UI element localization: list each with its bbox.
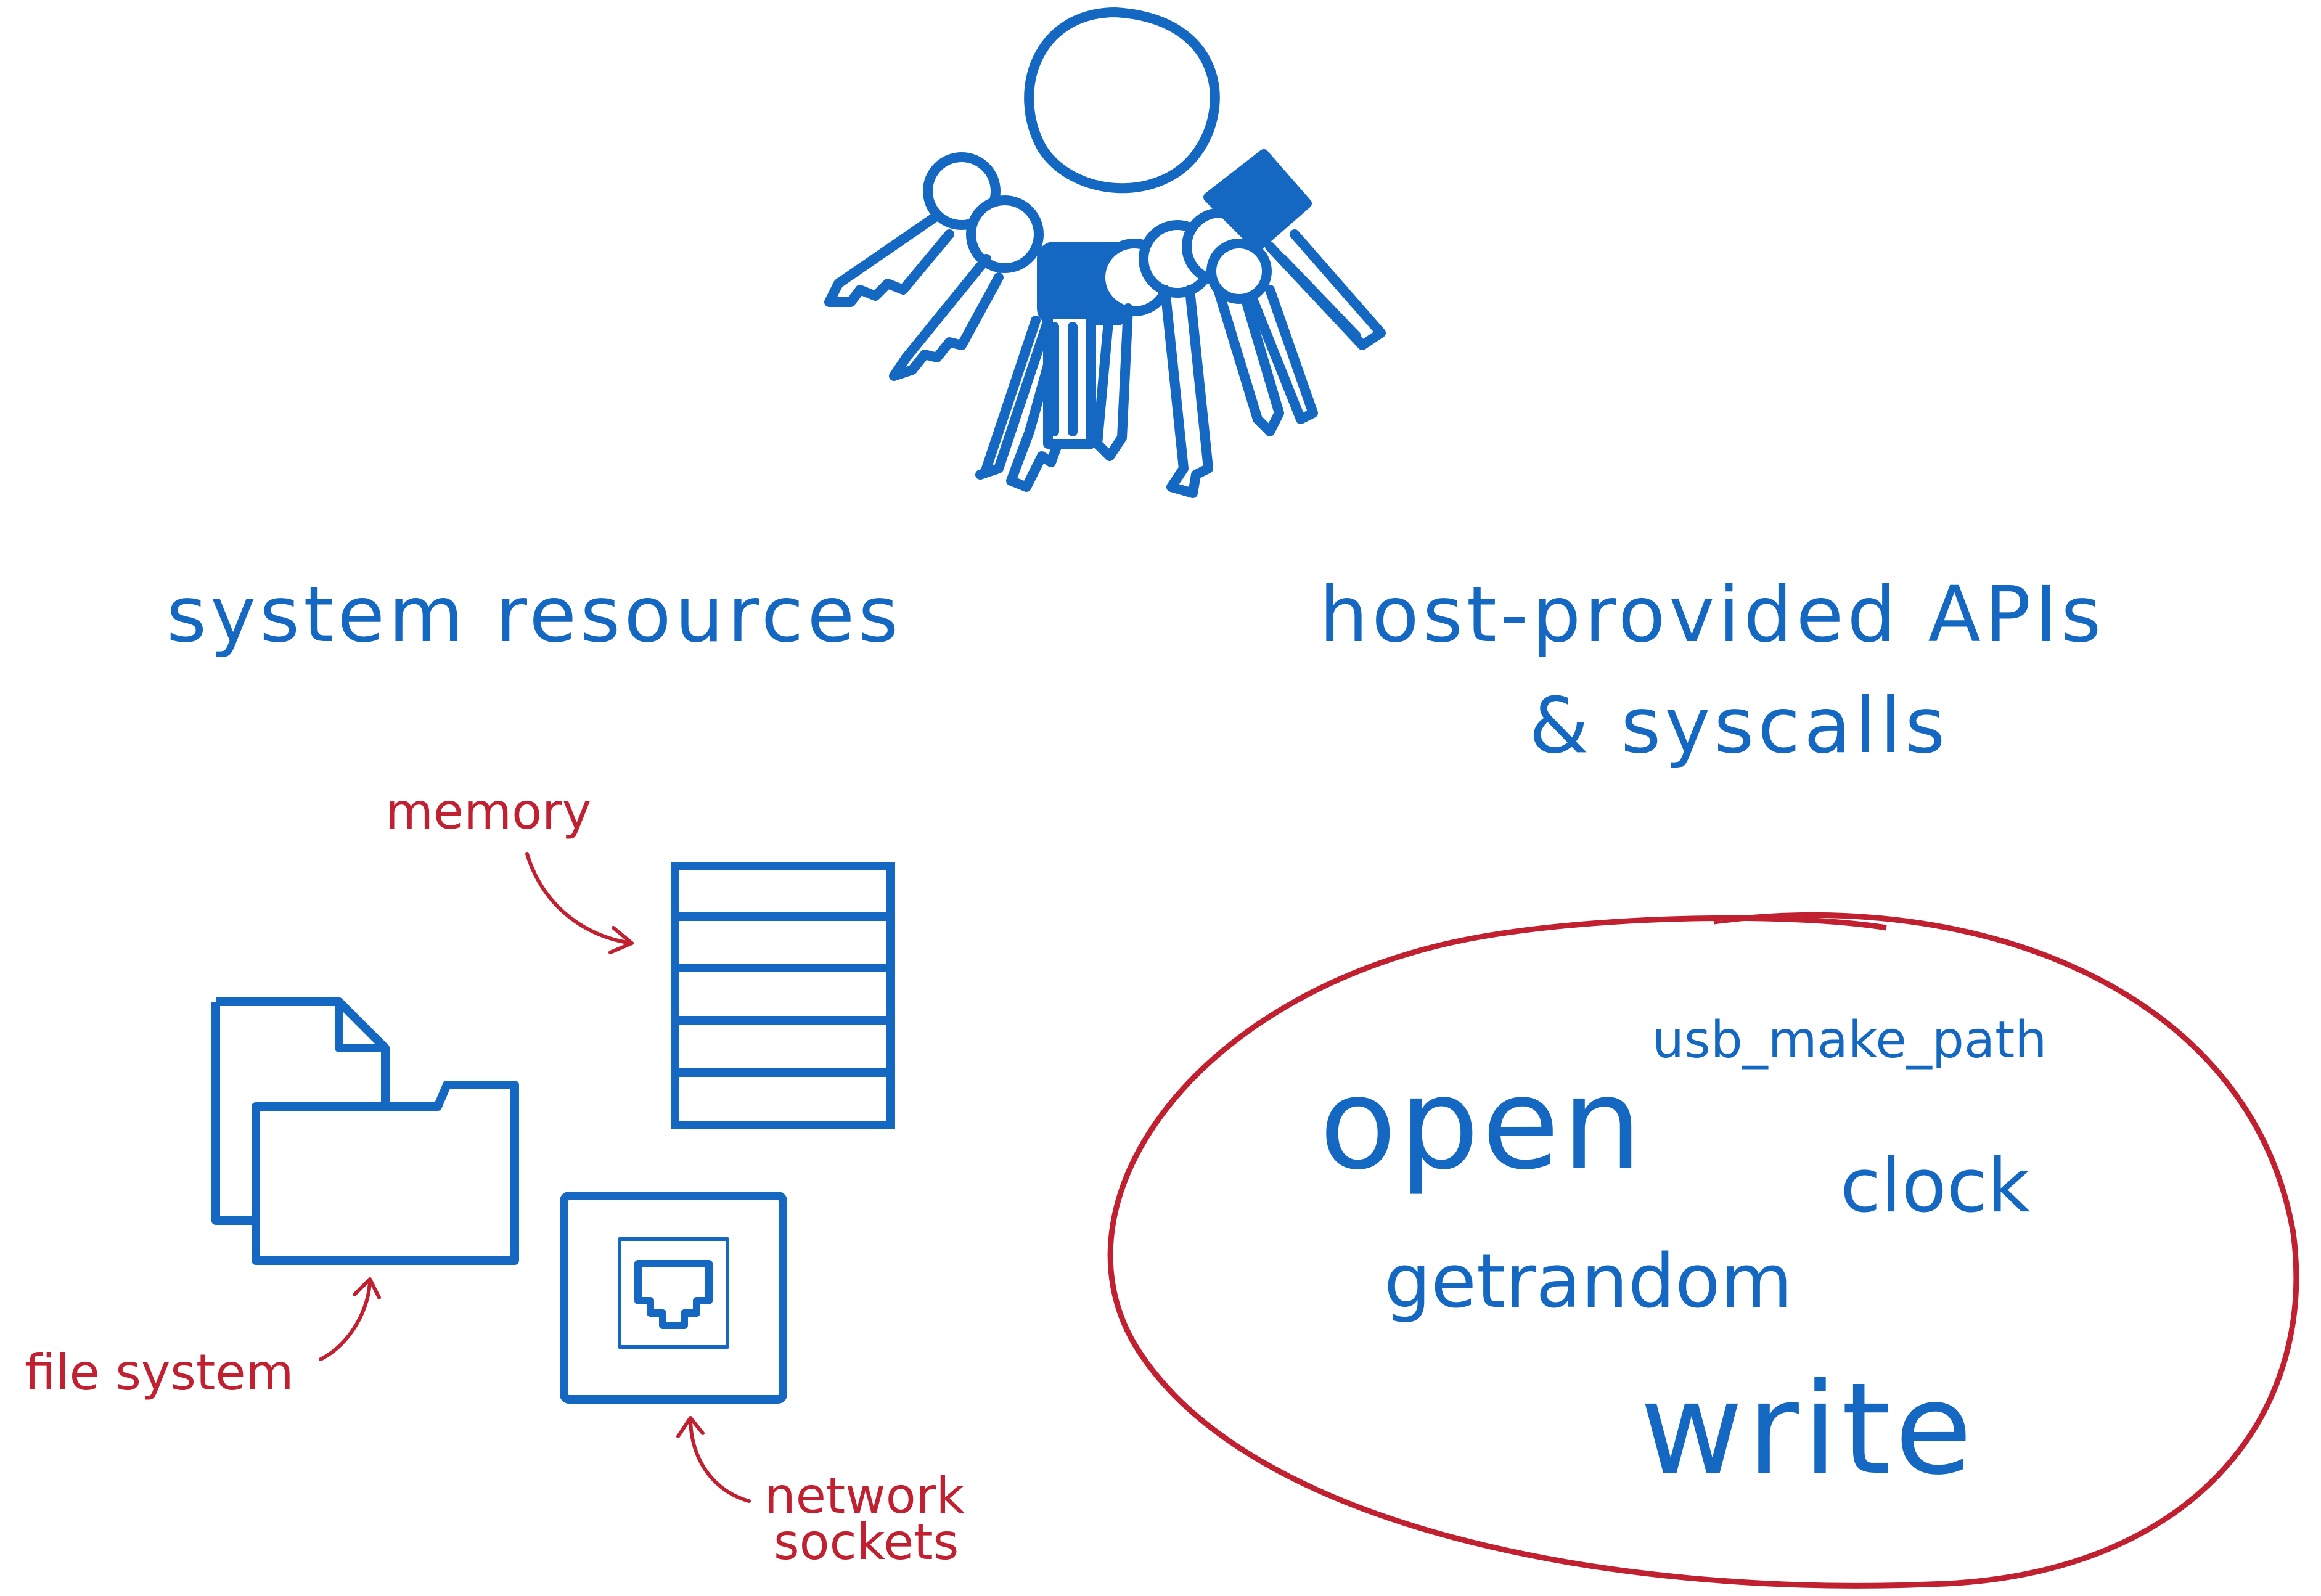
network-label-line2: sockets (774, 1513, 959, 1571)
network-arrow (689, 1416, 751, 1503)
host-apis-heading-line2: & syscalls (1529, 681, 1949, 771)
api-word-usb-make-path: usb_make_path (1652, 1011, 2047, 1070)
file-system-label: file system (25, 1344, 294, 1401)
system-resources-heading: system resources (166, 570, 903, 660)
api-word-open: open (1319, 1051, 1645, 1198)
host-apis-heading-line1: host-provided APIs (1319, 570, 2105, 660)
ethernet-port-icon (560, 1192, 787, 1404)
api-oval (1107, 912, 2299, 1589)
api-word-clock: clock (1840, 1144, 2031, 1229)
memory-stack-icon (671, 862, 895, 1129)
memory-label: memory (385, 783, 592, 840)
file-system-arrow (319, 1277, 372, 1361)
api-word-write: write (1640, 1356, 1976, 1503)
api-word-getrandom: getrandom (1384, 1239, 1793, 1325)
label-arrows (319, 852, 751, 1503)
keyring-icon (824, 7, 1386, 498)
folder-icon (211, 997, 519, 1265)
memory-arrow (525, 852, 634, 945)
network-label-line1: network (764, 1467, 965, 1524)
